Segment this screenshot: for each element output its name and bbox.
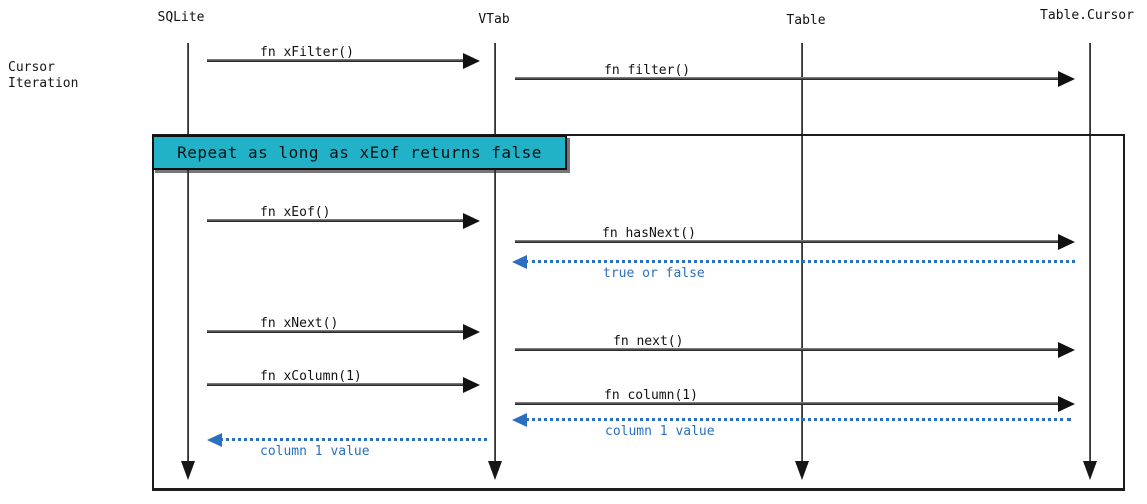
arrowhead-right-icon [463,377,480,393]
arrow-line [207,59,467,62]
message-label: fn filter() [601,64,694,78]
lifeline-sqlite [187,43,189,462]
arrow-line [515,77,1062,80]
arrow-line [515,402,1062,405]
arrowhead-left-icon [512,255,527,269]
message-label: fn xFilter() [257,46,357,60]
message-xeof: fn xEof() [207,206,480,229]
return-label: true or false [603,266,705,281]
arrowhead-right-icon [463,213,480,229]
arrowhead-right-icon [1058,71,1075,87]
message-filter: fn filter() [515,64,1075,87]
dotted-return-line [220,438,487,441]
loop-frame [152,134,1125,491]
arrowhead-right-icon [1058,396,1075,412]
message-xnext: fn xNext() [207,317,480,340]
message-hasnext: fn hasNext() [515,227,1075,250]
return-label: column 1 value [260,444,370,459]
lifeline-arrow-icon [1083,461,1097,480]
message-label: fn column(1) [601,389,701,403]
diagram-title: Cursor Iteration [8,60,79,91]
lifeline-arrow-icon [181,461,195,480]
arrowhead-right-icon [1058,342,1075,358]
return-label: column 1 value [605,424,715,439]
message-label: fn xEof() [257,206,334,220]
message-column-value-left: column 1 value [207,433,487,459]
actor-label-sqlite: SQLite [157,10,205,25]
message-next: fn next() [515,335,1075,358]
actor-label-table-cursor: Table.Cursor [1040,8,1134,23]
arrowhead-right-icon [463,53,480,69]
message-label: fn xNext() [257,317,342,331]
dotted-return-line [525,260,1075,263]
message-column: fn column(1) [515,389,1075,412]
actor-label-vtab: VTab [478,12,510,27]
arrow-line [515,240,1062,243]
message-xcolumn: fn xColumn(1) [207,370,480,393]
loop-label: Repeat as long as xEof returns false [177,143,542,162]
message-xfilter: fn xFilter() [207,46,480,69]
message-column-value-right: column 1 value [512,413,1071,439]
arrowhead-left-icon [512,413,527,427]
loop-label-box: Repeat as long as xEof returns false [152,135,567,170]
arrowhead-right-icon [463,324,480,340]
message-label: fn hasNext() [599,227,699,241]
actor-label-table: Table [786,13,826,28]
message-label: fn next() [610,335,687,349]
lifeline-arrow-icon [488,461,502,480]
arrow-line [207,330,467,333]
message-label: fn xColumn(1) [257,370,365,384]
arrow-line [515,348,1062,351]
lifeline-table-cursor [1089,43,1091,462]
lifeline-table [801,43,803,462]
dotted-return-line [525,418,1071,421]
lifeline-arrow-icon [795,461,809,480]
arrow-line [207,219,467,222]
arrowhead-right-icon [1058,234,1075,250]
arrow-line [207,383,467,386]
lifeline-vtab [494,43,496,462]
message-true-or-false: true or false [512,255,1075,281]
arrowhead-left-icon [207,433,222,447]
